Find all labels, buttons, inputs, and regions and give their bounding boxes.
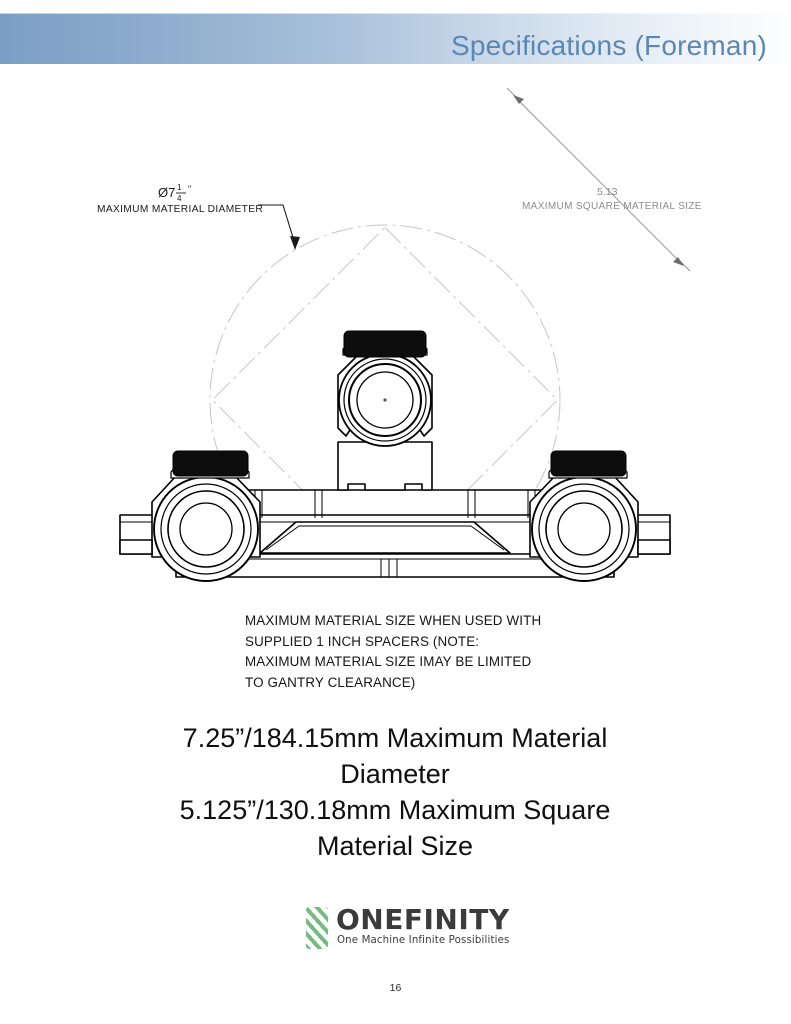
center-bearing-ring-2	[343, 358, 427, 442]
diameter-value: Ø7	[158, 185, 175, 200]
note-line-2: SUPPLIED 1 INCH SPACERS (NOTE:	[245, 633, 480, 649]
drawing-canvas: Ø7 1 4 " MAXIMUM MATERIAL DIAMETER 5.13 …	[97, 87, 702, 582]
note-line-3: MAXIMUM MATERIAL SIZE IMAY BE LIMITED	[245, 654, 532, 669]
callout-diameter-group: Ø7 1 4 " MAXIMUM MATERIAL DIAMETER	[97, 183, 263, 215]
right-roller-ring-3	[545, 490, 623, 568]
logo-wordmark: ONEFINITY	[336, 903, 510, 936]
technical-drawing: Ø7 1 4 " MAXIMUM MATERIAL DIAMETER 5.13 …	[0, 70, 791, 600]
center-mount-block	[337, 441, 433, 491]
right-roller-black-cap	[550, 450, 627, 477]
left-roller-inner	[179, 502, 233, 556]
note-line-4: TO GANTRY CLEARANCE)	[245, 674, 416, 690]
square-value: 5.13	[597, 186, 618, 198]
center-trapezoid-inner	[265, 525, 505, 551]
caption-block: 7.25”/184.15mm Maximum Material Diameter…	[95, 720, 695, 864]
square-dimension-line	[506, 87, 691, 272]
left-roller-ring-3	[167, 490, 245, 568]
caption-line-3: 5.125”/130.18mm Maximum Square	[179, 795, 611, 825]
diameter-fraction-numerator: 1	[177, 183, 182, 192]
onefinity-logo: ONEFINITY One Machine Infinite Possibili…	[306, 905, 509, 953]
diameter-fraction-denominator: 4	[177, 194, 182, 203]
logo-tagline: One Machine Infinite Possibilities	[337, 935, 510, 946]
square-label: MAXIMUM SQUARE MATERIAL SIZE	[522, 201, 702, 212]
note-block: MAXIMUM MATERIAL SIZE WHEN USED WITH SUP…	[245, 611, 575, 693]
diameter-inch-mark: "	[188, 184, 191, 194]
note-line-1: MAXIMUM MATERIAL SIZE WHEN USED WITH	[245, 613, 542, 628]
base-left-tab	[119, 539, 153, 555]
header-banner: Specifications (Foreman)	[0, 13, 791, 64]
caption-line-4: Material Size	[316, 831, 474, 861]
center-bearing-ring-3	[348, 363, 422, 437]
base-right-tab	[637, 539, 671, 555]
caption-line-1: 7.25”/184.15mm Maximum Material	[182, 723, 608, 753]
beam-rib-right	[467, 490, 536, 518]
center-bearing-hub	[383, 398, 387, 402]
caption-line-2: Diameter	[340, 759, 450, 789]
page-title: Specifications (Foreman)	[450, 30, 767, 61]
dim-arrow-start	[513, 95, 524, 104]
gantry-assembly	[119, 330, 671, 582]
diameter-leader	[258, 204, 300, 250]
diameter-label: MAXIMUM MATERIAL DIAMETER	[97, 204, 263, 215]
left-roller-black-cap	[172, 450, 249, 477]
callout-square-group: 5.13 MAXIMUM SQUARE MATERIAL SIZE	[522, 186, 702, 212]
base-plate-center-slot	[380, 559, 398, 577]
onefinity-stripes-icon	[306, 907, 328, 949]
center-cap	[343, 330, 427, 358]
leader-arrowhead	[290, 236, 300, 250]
dim-arrow-end	[673, 257, 684, 266]
page-number: 16	[389, 982, 402, 994]
max-square-material-diamond	[211, 226, 559, 574]
right-roller-ring-2	[538, 483, 630, 575]
left-roller-ring-2	[160, 483, 252, 575]
right-roller-inner	[557, 502, 611, 556]
